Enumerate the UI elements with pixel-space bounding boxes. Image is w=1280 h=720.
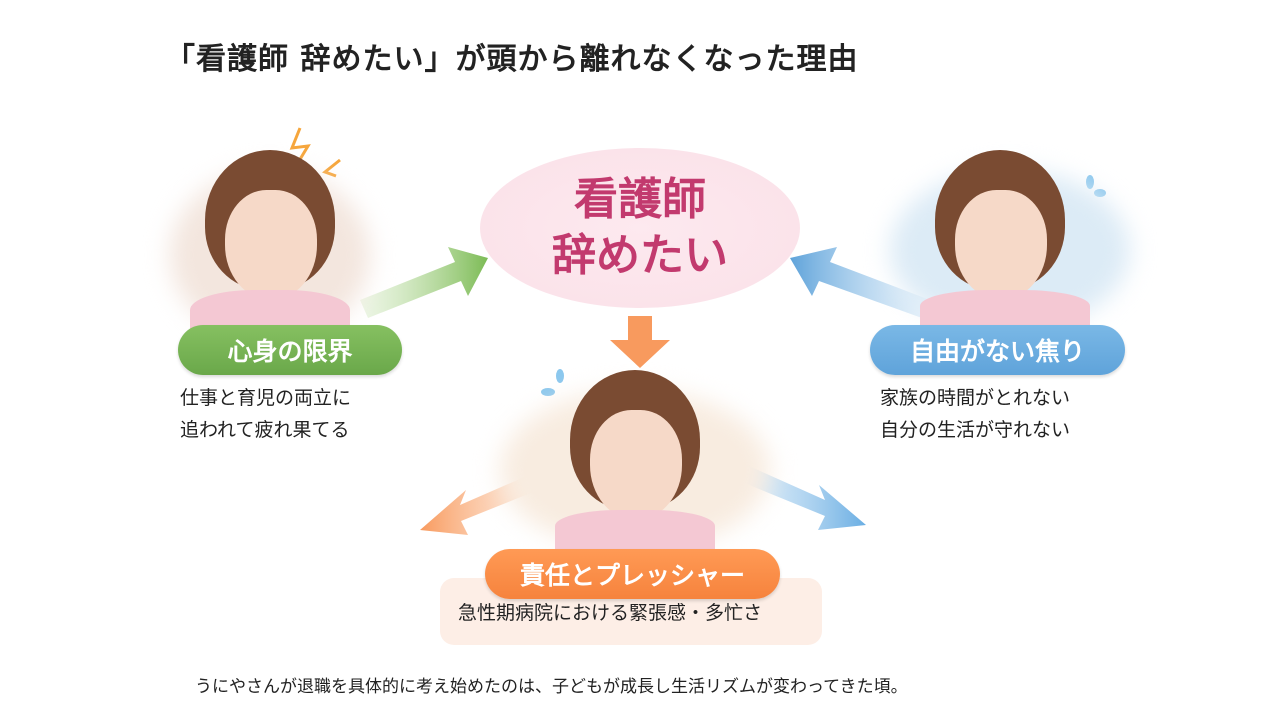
down-arrow-icon xyxy=(610,316,670,368)
desc-left-line-2: 追われて疲れ果てる xyxy=(180,419,350,441)
center-line-1: 看護師 xyxy=(574,174,706,225)
desc-left-line-1: 仕事と育児の両立に xyxy=(180,387,352,409)
sweat-drops-icon xyxy=(541,175,1106,396)
desc-left: 仕事と育児の両立に 追われて疲れ果てる xyxy=(180,382,351,446)
label-responsibility-pressure: 責任とプレッシャー xyxy=(485,549,780,599)
desc-right: 家族の時間がとれない 自分の生活が守れない xyxy=(880,382,1070,446)
desc-right-line-2: 自分の生活が守れない xyxy=(880,419,1071,441)
label-physical-limit: 心身の限界 xyxy=(178,325,402,375)
blue-arrow-icon xyxy=(790,247,930,318)
label-no-freedom: 自由がない焦り xyxy=(870,325,1125,375)
anxious-nurse-illustration-center xyxy=(500,370,770,550)
desc-bottom: 急性期病院における緊張感・多忙さ xyxy=(458,602,763,624)
green-arrow-icon xyxy=(360,247,488,318)
stressed-nurse-illustration-left xyxy=(150,130,380,340)
desc-right-line-1: 家族の時間がとれない xyxy=(880,387,1071,409)
worried-nurse-illustration-right xyxy=(890,140,1140,330)
center-line-2: 辞めたい xyxy=(552,230,728,281)
lightning-icon xyxy=(289,127,341,178)
footer-caption: うにやさんが退職を具体的に考え始めたのは、子どもが成長し生活リズムが変わってきた… xyxy=(195,677,908,697)
page-title: 「看護師 辞めたい」が頭から離れなくなった理由 xyxy=(165,42,859,77)
central-theme-bubble: 看護師 辞めたい xyxy=(480,148,800,308)
